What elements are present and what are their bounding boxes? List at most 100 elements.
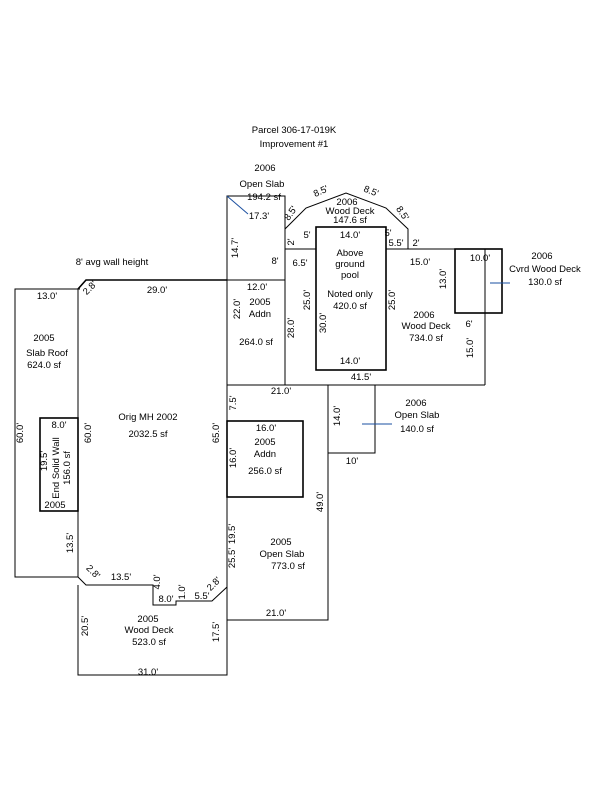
dim-label: 6.5' xyxy=(292,258,307,269)
dim-label: 13.5' xyxy=(65,533,76,553)
wall-height-note: 8' avg wall height xyxy=(76,257,149,268)
dim-label: 21.0' xyxy=(266,608,286,619)
dim-label: 21.0' xyxy=(271,386,291,397)
addn-lower-year: 2005 xyxy=(254,437,275,448)
addn-upper-area: 264.0 sf xyxy=(239,337,273,348)
end-solid-wall-area: 156.0 sf xyxy=(62,451,73,485)
upper-addition-outline xyxy=(226,195,286,385)
wood-deck-bottom-name: Wood Deck xyxy=(125,625,174,636)
dim-label: 14.7' xyxy=(230,238,241,258)
dim-label: 14.0' xyxy=(332,406,343,426)
parcel-number: Parcel 306-17-019K xyxy=(252,125,337,136)
dim-label: 16.0' xyxy=(228,448,239,468)
dim-label: 7.5' xyxy=(228,395,239,410)
cvrd-deck-year: 2006 xyxy=(531,251,552,262)
dim-label: 5.5' xyxy=(388,238,403,249)
dim-label: 16.0' xyxy=(256,423,276,434)
dim-label: 15.0' xyxy=(410,257,430,268)
dim-label: 29.0' xyxy=(147,285,167,296)
open-slab-lower-name: Open Slab xyxy=(260,549,305,560)
slab-roof-area: 624.0 sf xyxy=(27,360,61,371)
dim-label: 6' xyxy=(465,319,472,330)
orig-mh-outline xyxy=(77,279,227,290)
wood-deck-bottom-area: 523.0 sf xyxy=(132,637,166,648)
open-slab-right-name: Open Slab xyxy=(395,410,440,421)
addn-lower-outline xyxy=(226,420,304,498)
dim-label: 1.0' xyxy=(177,584,188,599)
dim-label: 14.0' xyxy=(340,356,360,367)
dim-label: 10.0' xyxy=(470,253,490,264)
dim-label: 17.5' xyxy=(211,622,222,642)
dim-label: 10' xyxy=(346,456,359,467)
pool-area: 420.0 sf xyxy=(333,301,367,312)
dim-label: 60.0' xyxy=(15,423,26,443)
open-slab-right-year: 2006 xyxy=(405,398,426,409)
sketch-outlines xyxy=(14,192,503,676)
dim-label: 31.0' xyxy=(138,667,158,678)
dim-label: 30.0' xyxy=(318,313,329,333)
dim-label: 8.5' xyxy=(362,184,380,200)
dim-label: 2.8' xyxy=(84,563,103,582)
dim-label: 2' xyxy=(286,238,297,245)
orig-mh-bottom-outline xyxy=(77,280,228,606)
dim-label: 13.0' xyxy=(438,269,449,289)
pool-line1: Above xyxy=(337,248,364,259)
dimension-labels: 17.3' 14.7' 8.5' 8.5' 8.5' 8.5' 2' 5' 14… xyxy=(15,183,490,678)
open-slab-pointer xyxy=(226,195,249,215)
pool-line3: pool xyxy=(341,270,359,281)
end-solid-wall-year: 2005 xyxy=(44,500,65,511)
dim-label: 12.0' xyxy=(247,282,267,293)
dim-label: 2' xyxy=(412,238,419,249)
dim-label: 13.0' xyxy=(37,291,57,302)
slab-roof-outline xyxy=(14,288,80,578)
open-slab-right-area: 140.0 sf xyxy=(400,424,434,435)
dim-label: 28.0' xyxy=(286,318,297,338)
dim-label: 25.0' xyxy=(387,290,398,310)
pool-line2: ground xyxy=(335,259,365,270)
end-solid-wall-name: End Solid Wall xyxy=(51,437,62,498)
dim-label: 19.5' xyxy=(227,524,238,544)
dim-label: 25.5' xyxy=(227,548,238,568)
wood-deck-top-outline xyxy=(284,192,409,249)
pool-outline xyxy=(315,226,387,371)
dim-label: 8' xyxy=(271,256,278,267)
addn-upper-name: Addn xyxy=(249,309,271,320)
open-slab-lower-year: 2005 xyxy=(270,537,291,548)
orig-mh-area: 2032.5 sf xyxy=(128,429,167,440)
dim-label: 15.0' xyxy=(465,338,476,358)
orig-mh-name: Orig MH 2002 xyxy=(118,412,177,423)
slab-roof-year: 2005 xyxy=(33,333,54,344)
dim-label: 22.0' xyxy=(232,299,243,319)
dim-label: 25.0' xyxy=(302,290,313,310)
wood-deck-bottom-outline xyxy=(77,585,228,676)
open-slab-lower-area: 773.0 sf xyxy=(271,561,305,572)
dim-label: 8.0' xyxy=(51,420,66,431)
open-slab-top-name: Open Slab xyxy=(240,179,285,190)
open-slab-top-area: 194.2 sf xyxy=(247,192,281,203)
dim-label: 4.0' xyxy=(152,574,163,589)
area-labels: 2006 Open Slab 194.2 sf 2006 Wood Deck 1… xyxy=(26,163,581,648)
dim-label: 5' xyxy=(303,230,310,241)
dim-label: 19.5' xyxy=(39,451,50,471)
wood-deck-right-area: 734.0 sf xyxy=(409,333,443,344)
slab-roof-name: Slab Roof xyxy=(26,348,68,359)
dim-label: 8.5' xyxy=(312,183,330,199)
improvement-label: Improvement #1 xyxy=(260,139,329,150)
dim-label: 5' xyxy=(384,228,391,239)
dim-label: 8.0' xyxy=(158,594,173,605)
dim-label: 41.5' xyxy=(351,372,371,383)
addn-lower-area: 256.0 sf xyxy=(248,466,282,477)
dim-label: 14.0' xyxy=(340,230,360,241)
open-slab-top-year: 2006 xyxy=(254,163,275,174)
wood-deck-right-year: 2006 xyxy=(413,310,434,321)
dim-label: 60.0' xyxy=(83,423,94,443)
open-slab-lower-outline xyxy=(227,385,329,621)
dim-label: 8.5' xyxy=(393,204,411,223)
addn-lower-name: Addn xyxy=(254,449,276,460)
dim-label: 65.0' xyxy=(211,423,222,443)
wood-deck-right-name: Wood Deck xyxy=(402,321,451,332)
open-slab-right-outline xyxy=(327,385,376,454)
dim-label: 20.5' xyxy=(80,616,91,636)
wood-deck-bottom-year: 2005 xyxy=(137,614,158,625)
